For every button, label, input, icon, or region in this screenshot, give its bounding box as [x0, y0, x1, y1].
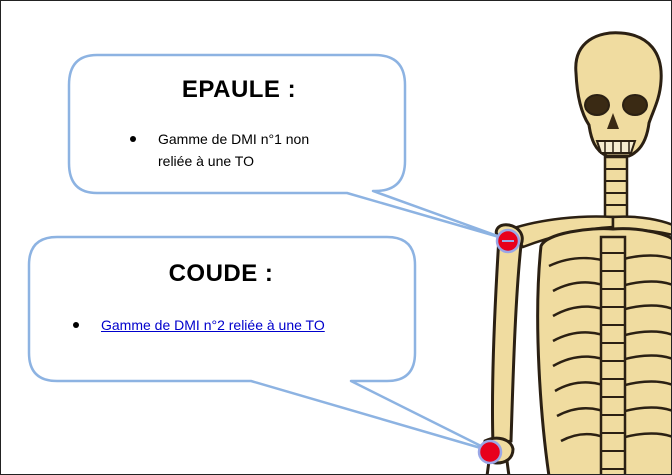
spine-icon: [605, 157, 627, 217]
coude-bullet-item: Gamme de DMI n°2 reliée à une TO: [73, 314, 403, 336]
shoulder-marker-icon: [497, 230, 519, 252]
humerus-icon: [484, 225, 523, 475]
bullet-icon: [73, 322, 79, 328]
epaule-bullet-item: Gamme de DMI n°1 non reliée à une TO: [130, 128, 370, 172]
coude-gamme-link[interactable]: Gamme de DMI n°2 reliée à une TO: [101, 314, 325, 336]
elbow-marker-icon: [479, 441, 501, 463]
ribcage-icon: [538, 229, 672, 475]
epaule-item-line2: reliée à une TO: [158, 153, 254, 169]
skull-icon: [576, 33, 661, 156]
epaule-title: EPAULE :: [139, 76, 339, 104]
bullet-icon: [130, 136, 136, 142]
shoulder-girdle-icon: [511, 217, 672, 248]
epaule-item-line1: Gamme de DMI n°1 non: [158, 131, 309, 147]
coude-title: COUDE :: [121, 260, 321, 288]
